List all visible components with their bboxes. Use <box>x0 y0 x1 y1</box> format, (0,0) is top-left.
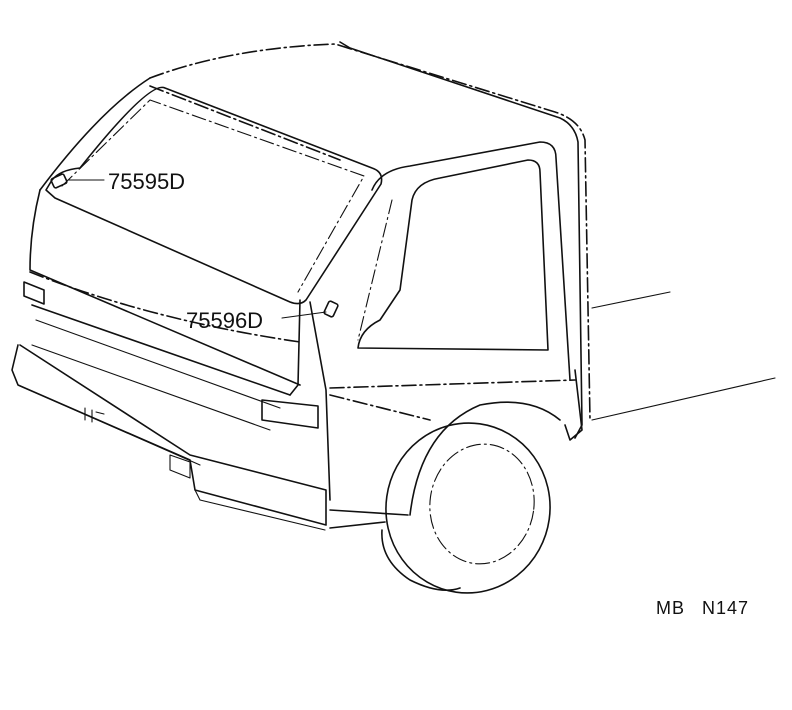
roof-outline <box>149 43 591 421</box>
bumper-lower-edge <box>17 384 326 531</box>
door-panel <box>329 379 576 421</box>
left-headlamp <box>23 281 45 305</box>
tire-tread <box>381 529 461 591</box>
diagram-code-number: N147 <box>702 598 750 618</box>
body-lower <box>329 509 409 529</box>
right-turn-lamp <box>261 399 319 429</box>
door-side-rear <box>564 369 583 441</box>
part-75596d-mark <box>323 300 339 318</box>
part-number-75595d: 75595D <box>108 169 186 194</box>
part-number-75596d: 75596D <box>186 308 264 333</box>
windshield <box>45 86 383 305</box>
front-bumper <box>11 344 327 526</box>
grille-lower <box>31 319 281 431</box>
front-panel-line <box>29 271 301 343</box>
bumper-mark <box>84 407 105 423</box>
part-75595d-mark <box>50 173 68 189</box>
front-face <box>29 189 301 386</box>
bumper-step <box>169 454 191 479</box>
roof-inner-line <box>339 41 583 439</box>
roof-front-edge <box>39 77 151 191</box>
tire <box>385 422 551 594</box>
a-pillar <box>289 299 331 501</box>
chassis-rail-lower <box>591 377 776 421</box>
door-window <box>357 159 549 351</box>
wheel-arch <box>409 401 561 516</box>
windshield-inner <box>61 99 365 293</box>
door-inner-line <box>357 199 393 341</box>
diagram-code-prefix: MB <box>656 598 685 618</box>
tire-sidewall <box>429 443 535 565</box>
roof-ridge <box>149 85 341 161</box>
door-frame <box>371 141 571 381</box>
grille-top <box>31 304 291 396</box>
chassis-rail-upper <box>591 291 671 309</box>
leader-75596d <box>281 311 327 319</box>
